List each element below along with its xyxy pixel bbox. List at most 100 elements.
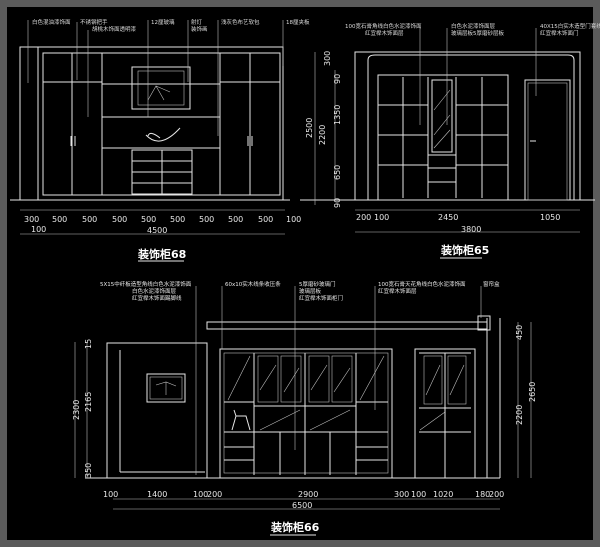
dimension-label: 2900 — [298, 490, 318, 499]
dimension-label: 90 — [333, 74, 342, 84]
dimension-label: 4500 — [147, 226, 167, 235]
drawing-line — [224, 353, 388, 475]
drawing-line — [367, 54, 575, 200]
wall-painting — [146, 373, 186, 403]
annotation: 胡桃木饰面透明漆 — [92, 25, 137, 33]
drawing-line — [137, 70, 185, 106]
drawing-line — [259, 364, 351, 393]
annotation: 18厘夹板 — [286, 18, 310, 26]
dimension-label: 500 — [228, 215, 243, 224]
dimension-label: 200 — [489, 490, 504, 499]
dimension-label: 300 — [24, 215, 39, 224]
annotation: 100宽石膏角线白色水泥漆饰面 — [345, 22, 422, 30]
drawing-line — [378, 104, 508, 183]
drawing-line — [20, 20, 285, 235]
annotation: 红宜榉木饰面踢脚线 — [132, 294, 182, 302]
annotation: 玻璃层板 — [299, 287, 322, 295]
drawing-area — [7, 7, 593, 540]
dimension-label: 2500 — [305, 118, 314, 138]
elevation-66: 5X15中纤板造型角线白色水泥漆饰面 白色水泥漆饰面层 红宜榉木饰面踢脚线 60… — [72, 280, 537, 536]
dimension-label: 90 — [333, 198, 342, 208]
dimension-label: 100 — [286, 215, 301, 224]
annotation: 12厘玻璃 — [151, 18, 175, 26]
dimension-label: 100 — [411, 490, 426, 499]
dimension-label: 350 — [84, 463, 93, 478]
annotation: 60x10实木线条收压条 — [225, 280, 281, 288]
annotation: 100宽石膏天花角线白色水泥漆饰面 — [378, 280, 466, 288]
dimension-label: 2450 — [438, 213, 458, 222]
drawing-line — [280, 355, 302, 403]
annotation: 窗帘盒 — [483, 280, 500, 288]
dimension-label: 100 — [103, 490, 118, 499]
annotation: 白色混油漆饰面 — [32, 18, 71, 26]
dimension-label: 500 — [258, 215, 273, 224]
annotation: 红宜榉木饰面柜门 — [299, 294, 343, 302]
annotation: 红宜榉木饰面层 — [378, 287, 417, 295]
drawing-line — [257, 355, 279, 403]
dimension-label: 6500 — [292, 501, 312, 510]
dimension-label: 300 — [394, 490, 409, 499]
drawing-line — [419, 364, 465, 431]
vertical-dimensions: 15 2165 350 2300 450 2200 2650 — [72, 325, 537, 478]
drawing-line — [331, 355, 353, 403]
drawing-line — [223, 352, 389, 474]
drawing-line — [419, 355, 467, 431]
drawing-line — [447, 355, 467, 405]
annotation: 40X15白实木造型门套线 — [540, 22, 600, 30]
dimension-label: 100 — [31, 225, 46, 234]
dimension-label: 650 — [333, 165, 342, 180]
annotation: 红宜榉木饰面层 — [365, 29, 404, 37]
drawing-line — [308, 355, 330, 403]
dimension-label: 15 — [84, 339, 93, 349]
drawing-line — [527, 82, 568, 201]
annotation: 装饰画 — [191, 25, 208, 33]
curtain-box — [477, 315, 491, 331]
dimension-label: 200 — [207, 490, 222, 499]
dimension-label: 100 — [374, 213, 389, 222]
dimension-label: 500 — [82, 215, 97, 224]
drawing-line — [149, 376, 183, 400]
drawing-line — [314, 28, 580, 233]
drawing-title: 装饰柜66 — [270, 520, 320, 534]
dimension-label: 500 — [199, 215, 214, 224]
dimension-label: 2650 — [528, 382, 537, 402]
annotation: 5X15中纤板造型角线白色水泥漆饰面 — [100, 280, 192, 288]
elevation-68: 白色混油漆饰面 不锈钢把手 胡桃木饰面透明漆 12厘玻璃 射灯 装饰画 浅灰色布… — [10, 18, 310, 262]
bookcase — [377, 74, 509, 201]
dimension-label: 1400 — [147, 490, 167, 499]
annotation: 玻璃层板5厚磨砂层板 — [451, 29, 504, 37]
drawing-line — [227, 355, 385, 431]
drawing-line — [74, 286, 532, 510]
dimension-label: 100 — [193, 490, 208, 499]
decorative-painting — [131, 66, 191, 110]
drawing-line — [433, 89, 451, 149]
dimension-label: 500 — [112, 215, 127, 224]
sculpture — [145, 127, 181, 142]
elevation-65: 100宽石膏角线白色水泥漆饰面 红宜榉木饰面层 白色水泥漆饰面层 玻璃层板5厚磨… — [300, 22, 600, 259]
drawing-title: 装饰柜68 — [137, 247, 186, 261]
dimension-label: 1020 — [433, 490, 453, 499]
dimension-label: 180 — [475, 490, 490, 499]
dimension-label: 2165 — [84, 392, 93, 412]
dimension-label: 1350 — [333, 105, 342, 125]
painting-artwork — [147, 85, 171, 101]
drawing-line — [423, 355, 443, 405]
annotation: 白色水泥漆饰面层 — [132, 287, 177, 295]
horse-sculpture — [231, 409, 251, 431]
vertical-dimensions: 300 90 1350 650 90 2500 2200 — [305, 51, 342, 208]
annotation: 射灯 — [191, 18, 203, 26]
dimension-label: 2200 — [318, 125, 327, 145]
drawing-title: 装饰柜65 — [440, 243, 489, 257]
dimension-label: 500 — [52, 215, 67, 224]
dimension-label: 1050 — [540, 213, 560, 222]
cabinet-inner — [42, 52, 281, 196]
dimension-label: 500 — [141, 215, 156, 224]
drawing-line — [227, 355, 385, 431]
main-bookcase — [219, 348, 393, 479]
drawing-line: 5X15中纤板造型角线白色水泥漆饰面 白色水泥漆饰面层 红宜榉木饰面踢脚线 60… — [100, 280, 500, 302]
annotation: 白色水泥漆饰面层 — [451, 22, 496, 30]
